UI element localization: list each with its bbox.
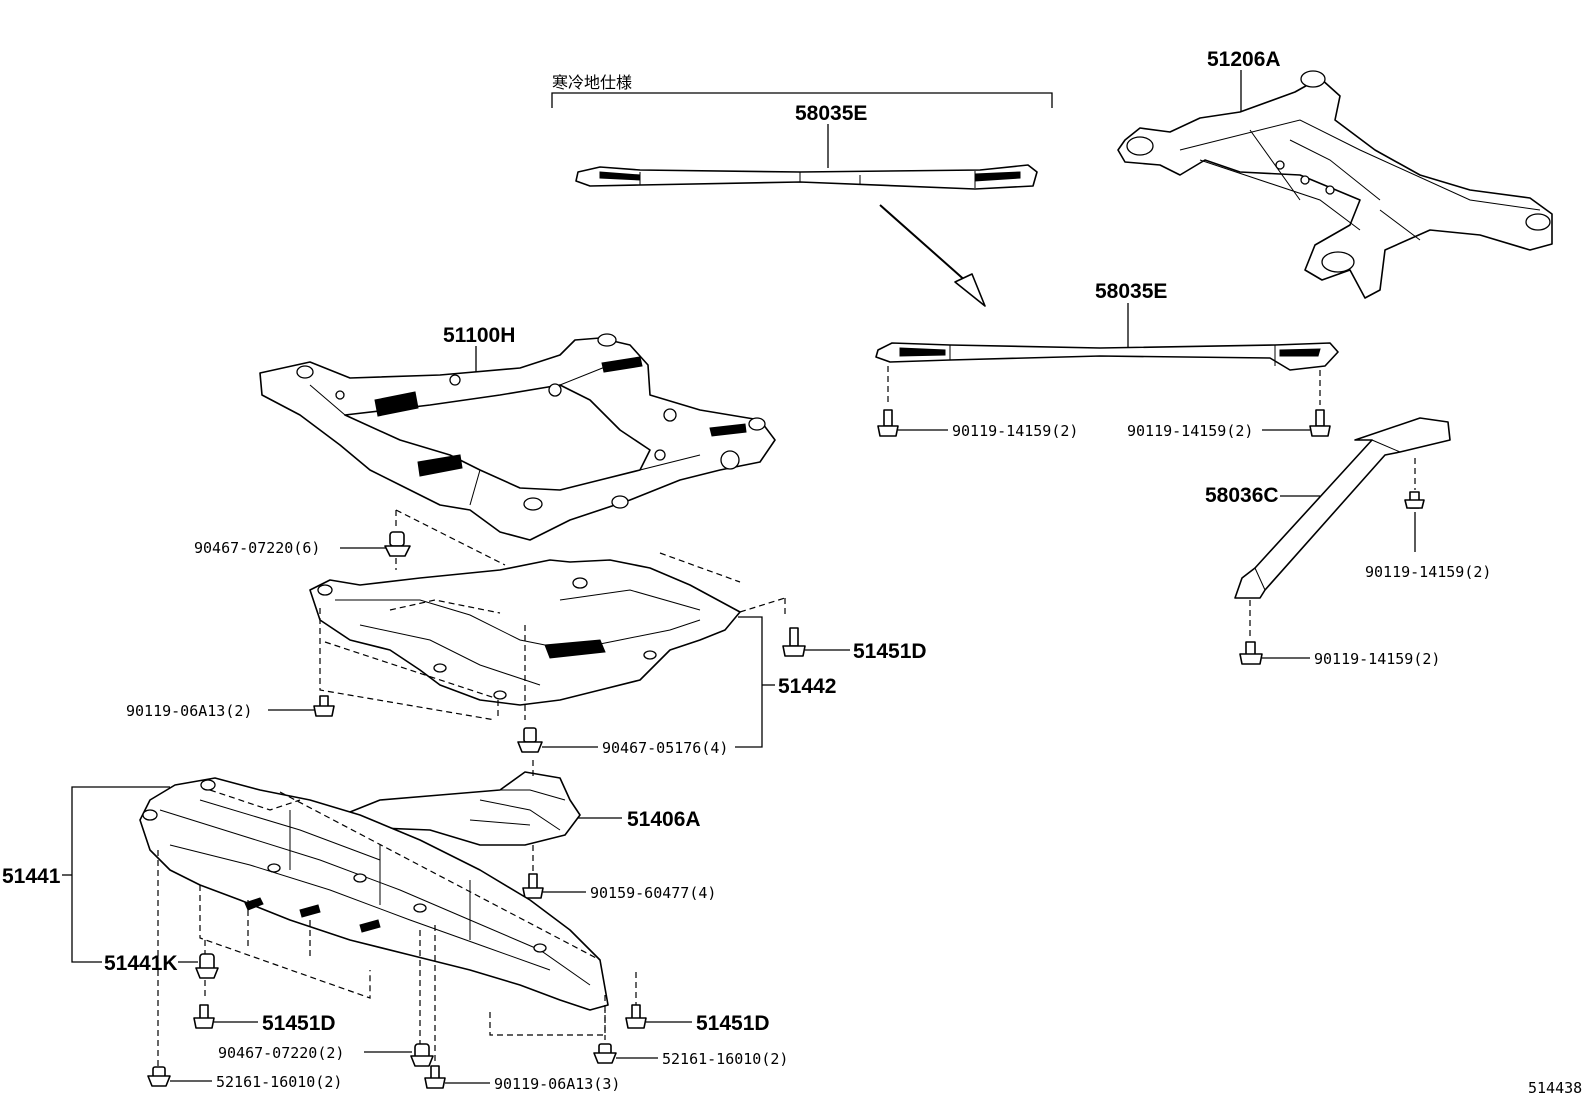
clip-group-90467-05176: 90467-05176(4) bbox=[517, 727, 728, 757]
clip-group-90467-07220-6: 90467-07220(6) bbox=[194, 509, 741, 583]
clip-group-90467-07220-2: 90467-07220(2) bbox=[218, 1043, 434, 1067]
brace-58035e: 58035E bbox=[875, 280, 1339, 405]
bolt-icon bbox=[522, 873, 544, 899]
label-90467-07220-6: 90467-07220(6) bbox=[194, 539, 320, 557]
label-51451d-c: 51451D bbox=[696, 1012, 770, 1035]
bolt-icon bbox=[313, 695, 335, 717]
label-51441: 51441 bbox=[2, 865, 61, 888]
brace-58036c: 58036C 90119-14159(2) 90119-14159(2) bbox=[1205, 417, 1491, 668]
label-90159-60477: 90159-60477(4) bbox=[590, 884, 716, 902]
bolt-group-90119-06a13-3: 90119-06A13(3) bbox=[424, 1065, 620, 1093]
bolt-icon bbox=[782, 627, 806, 657]
clip-icon bbox=[410, 1043, 434, 1067]
clip-group-51441k: 51441K bbox=[104, 952, 219, 979]
direction-arrow bbox=[879, 204, 986, 307]
bolt-group-51451d-a: 51451D bbox=[782, 627, 927, 663]
leader-51442: 51442 bbox=[735, 616, 836, 748]
bolt-icon bbox=[424, 1065, 446, 1089]
label-90119-14159-d: 90119-14159(2) bbox=[1314, 650, 1440, 668]
bolt-group-58035e: 90119-14159(2) 90119-14159(2) bbox=[877, 409, 1331, 440]
brace-58035e-top: 58035E bbox=[575, 102, 1038, 190]
clip-group-52161-16010-a: 52161-16010(2) bbox=[147, 1066, 342, 1091]
label-90467-07220-2: 90467-07220(2) bbox=[218, 1044, 344, 1062]
bolt-icon bbox=[193, 1004, 215, 1029]
leader-51441: 51441 bbox=[2, 786, 170, 963]
cold-area-bracket: 寒冷地仕様 bbox=[551, 73, 1053, 108]
undercover-51441 bbox=[139, 777, 637, 1070]
bolt-group-90159-60477: 90159-60477(4) bbox=[522, 873, 716, 902]
label-51406a: 51406A bbox=[627, 808, 701, 831]
bolt-icon bbox=[1404, 491, 1425, 509]
label-90119-06a13-2: 90119-06A13(2) bbox=[126, 702, 252, 720]
clip-icon bbox=[384, 531, 411, 557]
clip-icon bbox=[147, 1066, 171, 1087]
undercover-51442 bbox=[309, 559, 786, 721]
bolt-icon bbox=[877, 409, 899, 437]
label-58036c: 58036C bbox=[1205, 484, 1279, 507]
bolt-group-51451d-b: 51451D bbox=[193, 1004, 336, 1035]
label-51451d-b: 51451D bbox=[262, 1012, 336, 1035]
clip-group-52161-16010-b: 52161-16010(2) bbox=[593, 1043, 788, 1068]
label-90119-14159-b: 90119-14159(2) bbox=[1127, 422, 1253, 440]
clip-icon bbox=[593, 1043, 617, 1064]
label-90467-05176: 90467-05176(4) bbox=[602, 739, 728, 757]
label-51100h: 51100H bbox=[443, 324, 515, 347]
bolt-group-51451d-c: 51451D bbox=[625, 1004, 770, 1035]
rear-subframe-51206a: 51206A bbox=[1117, 48, 1553, 299]
label-51206a: 51206A bbox=[1207, 48, 1281, 71]
guard-51406a: 51406A bbox=[349, 760, 701, 872]
front-subframe-51100h: 51100H bbox=[259, 324, 776, 541]
label-51451d-a: 51451D bbox=[853, 640, 927, 663]
bolt-icon bbox=[625, 1004, 647, 1029]
diagram-id: 514438 bbox=[1528, 1079, 1582, 1097]
clip-icon bbox=[517, 727, 543, 753]
bolt-icon bbox=[1309, 409, 1331, 437]
label-90119-06a13-3: 90119-06A13(3) bbox=[494, 1075, 620, 1093]
label-51442: 51442 bbox=[778, 675, 836, 698]
label-58035e-top: 58035E bbox=[795, 102, 867, 125]
bolt-group-90119-06a13-2: 90119-06A13(2) bbox=[126, 695, 335, 720]
label-90119-14159-c: 90119-14159(2) bbox=[1365, 563, 1491, 581]
label-58035e: 58035E bbox=[1095, 280, 1167, 303]
label-52161-16010-b: 52161-16010(2) bbox=[662, 1050, 788, 1068]
cold-area-note: 寒冷地仕様 bbox=[552, 73, 632, 92]
label-90119-14159-a: 90119-14159(2) bbox=[952, 422, 1078, 440]
bolt-icon bbox=[1239, 641, 1263, 665]
label-51441k: 51441K bbox=[104, 952, 178, 975]
label-52161-16010-a: 52161-16010(2) bbox=[216, 1073, 342, 1091]
clip-icon bbox=[195, 953, 219, 979]
